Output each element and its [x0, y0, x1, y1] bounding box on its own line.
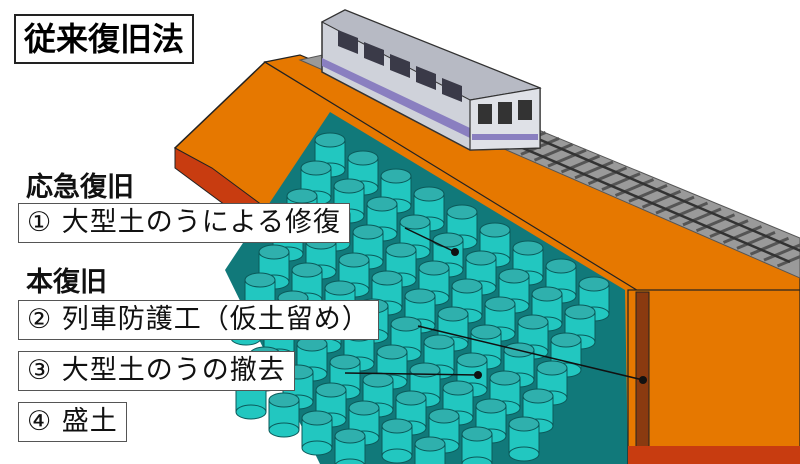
- train-window: [364, 42, 384, 66]
- sleeper: [614, 178, 655, 197]
- embankment-crest: [263, 54, 800, 293]
- sandbag: [564, 304, 596, 350]
- sleeper: [560, 154, 601, 174]
- sandbag: [334, 428, 366, 464]
- sleeper: [641, 189, 682, 209]
- sleeper: [668, 201, 709, 221]
- leader-dot-3: [474, 371, 482, 379]
- step-4-label: ④ 盛土: [18, 402, 127, 442]
- train-window: [442, 78, 462, 102]
- sleeper: [695, 213, 736, 233]
- train-window: [390, 54, 410, 78]
- step-3-label: ③ 大型土のうの撤去: [18, 351, 295, 391]
- emergency-heading: 応急復旧: [26, 172, 134, 203]
- leader-line-3: [344, 372, 479, 376]
- sandbag: [508, 416, 540, 462]
- sleeper: [776, 254, 800, 268]
- sleeper: [736, 231, 776, 250]
- sleeper: [682, 207, 722, 227]
- leader-dot-1: [451, 248, 459, 256]
- sleeper: [722, 225, 763, 244]
- leader-line-2: [417, 325, 644, 381]
- embankment-end-face: [627, 289, 800, 464]
- leader-dot-2: [639, 376, 647, 384]
- train: [320, 9, 542, 151]
- sleeper: [574, 160, 614, 180]
- sandbag: [381, 418, 413, 464]
- sleeper: [628, 183, 668, 203]
- sleeper: [655, 195, 695, 215]
- sandbag: [461, 426, 493, 464]
- sleeper: [749, 236, 790, 256]
- sleeper: [587, 166, 628, 186]
- leader-line-1: [404, 227, 456, 253]
- step-2-label: ② 列車防護工（仮土留め）: [18, 300, 379, 340]
- sleeper: [763, 243, 800, 262]
- train-window: [416, 66, 436, 90]
- sandbag: [301, 410, 333, 456]
- page-title: 従来復旧法: [14, 14, 195, 64]
- sandbag-group: [230, 132, 610, 464]
- sleeper: [533, 142, 574, 162]
- sleeper: [709, 219, 749, 239]
- train-window: [338, 30, 358, 54]
- permanent-heading: 本復旧: [26, 267, 107, 298]
- sleeper: [547, 148, 587, 168]
- sandbag: [268, 392, 300, 438]
- end-face-base: [628, 446, 800, 464]
- sleeper: [601, 172, 641, 191]
- sandbag: [414, 436, 446, 464]
- step-1-label: ① 大型土のうによる修復: [18, 203, 350, 243]
